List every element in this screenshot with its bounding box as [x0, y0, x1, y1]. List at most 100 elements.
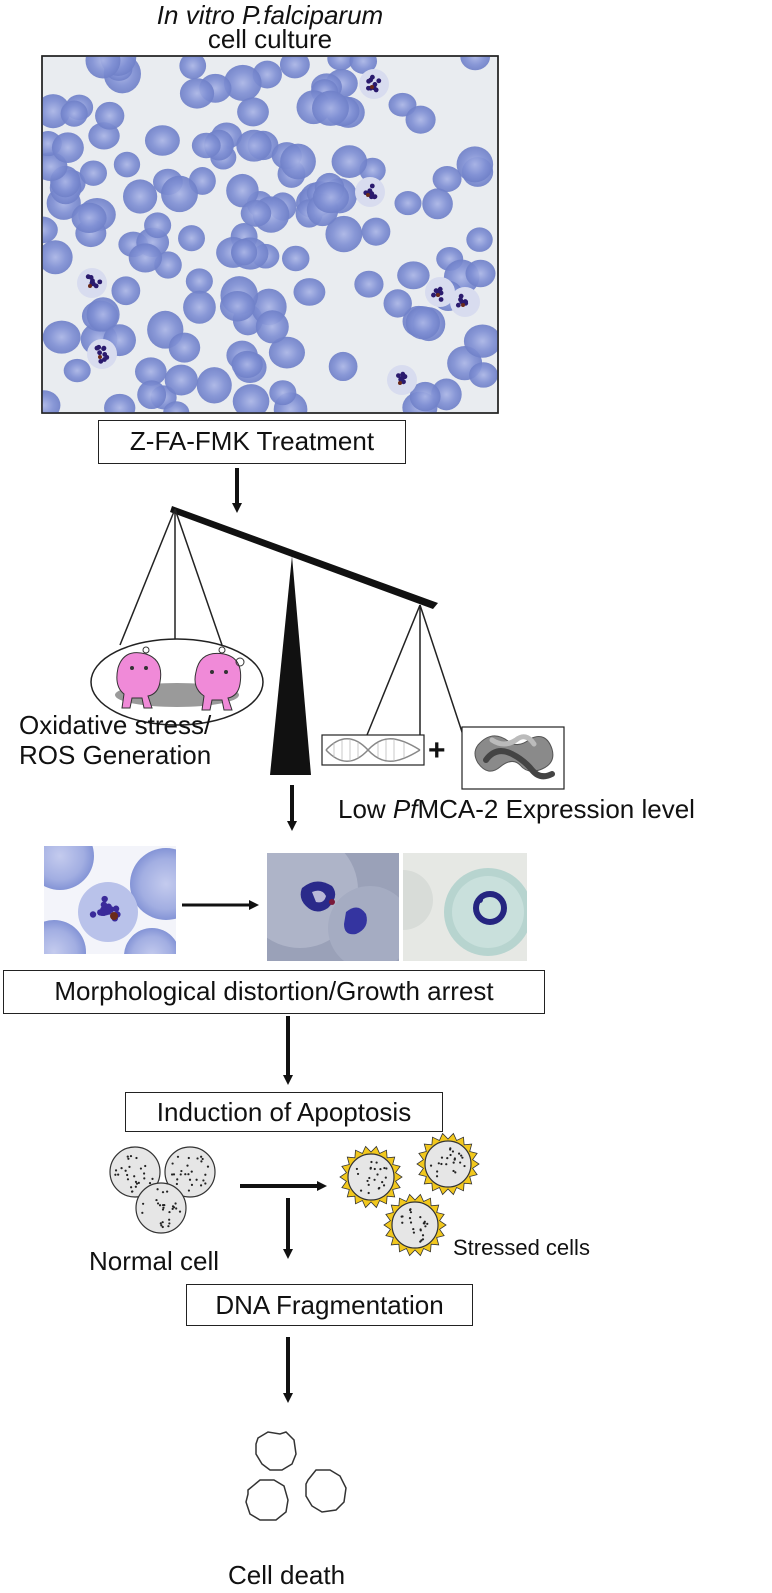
red-blood-cell	[144, 212, 172, 239]
red-blood-cell	[232, 384, 270, 413]
parasite-dot	[96, 344, 102, 350]
red-blood-cell	[79, 160, 107, 186]
red-blood-cell	[42, 320, 81, 354]
red-blood-cell	[409, 381, 441, 412]
red-blood-cell	[178, 225, 205, 252]
red-blood-cell	[42, 216, 58, 244]
stressed-cells	[339, 1132, 480, 1257]
oxidative-stress-label: Oxidative stress/	[19, 710, 212, 740]
culture-subtitle: cell culture	[207, 24, 333, 54]
red-blood-cell	[168, 332, 201, 363]
red-blood-cell	[405, 105, 436, 134]
red-blood-cell	[230, 238, 258, 266]
red-blood-cell	[432, 165, 462, 193]
parasite-dot	[97, 350, 103, 356]
red-blood-cell	[191, 132, 221, 159]
red-blood-cell	[163, 401, 190, 413]
red-blood-cell	[179, 56, 207, 80]
parasite-dot	[85, 274, 91, 280]
hemozoin	[98, 355, 102, 359]
red-blood-cell	[327, 56, 354, 71]
ros-figure-icon	[194, 652, 242, 711]
dna-box	[321, 734, 425, 766]
red-blood-cell	[383, 289, 412, 318]
parasite-dot	[366, 85, 371, 91]
red-blood-cell	[394, 191, 422, 216]
hemozoin	[461, 303, 465, 307]
red-blood-cell	[349, 56, 378, 74]
red-blood-cell	[161, 175, 198, 213]
red-blood-cell	[361, 217, 391, 246]
red-blood-cell	[95, 101, 125, 130]
red-blood-cell	[281, 245, 310, 272]
red-blood-cell	[240, 199, 272, 227]
red-blood-cell	[223, 64, 262, 102]
red-blood-cell	[460, 56, 491, 71]
protein-box	[461, 726, 565, 790]
ros-generation-label: ROS Generation	[19, 740, 212, 770]
dead-cells	[245, 1431, 347, 1521]
expression-label: Low PfMCA-2 Expression level	[338, 794, 695, 824]
red-blood-cell	[236, 129, 272, 162]
culture-title: In vitro P.falciparum	[156, 0, 384, 30]
balance-scale	[119, 506, 464, 775]
red-blood-cell	[51, 132, 84, 163]
hemozoin	[366, 193, 370, 197]
red-blood-cell	[255, 310, 289, 344]
infected-cell-image	[44, 846, 176, 954]
parasite-dot	[89, 279, 95, 285]
red-blood-cell	[104, 393, 136, 413]
red-blood-cell	[185, 268, 213, 294]
stressed-cells-label: Stressed cells	[453, 1235, 590, 1260]
merozoite	[112, 905, 120, 912]
red-blood-cell	[405, 306, 440, 340]
red-blood-cell	[179, 78, 215, 109]
red-blood-cell	[237, 97, 269, 127]
merozoite	[89, 911, 97, 918]
red-blood-cell	[164, 364, 198, 396]
red-blood-cell	[85, 56, 121, 79]
red-blood-cell	[86, 297, 120, 332]
red-blood-cell	[268, 336, 305, 369]
red-blood-cell	[42, 390, 61, 413]
hemozoin	[436, 293, 440, 297]
red-blood-cell	[463, 324, 498, 358]
red-blood-cell	[113, 151, 141, 178]
red-blood-cell	[111, 276, 141, 306]
red-blood-cell	[331, 145, 368, 178]
treatment-box: Z-FA-FMK Treatment	[98, 420, 406, 464]
distorted-cell-image-2	[403, 853, 527, 961]
red-blood-cell	[196, 367, 232, 404]
parasite-dot	[97, 279, 103, 285]
red-blood-cell	[122, 179, 158, 214]
merozoite	[101, 895, 108, 903]
red-blood-cell	[328, 351, 358, 382]
merozoite	[105, 903, 112, 910]
hemozoin	[370, 85, 374, 89]
parasite-dot	[366, 78, 372, 84]
blood-smear-image	[41, 55, 499, 414]
red-blood-cell	[144, 125, 180, 156]
hemozoin	[398, 381, 402, 385]
ros-figure-icon	[116, 652, 162, 709]
red-blood-cell	[469, 362, 498, 388]
ros-pan	[90, 638, 264, 726]
parasite-dot	[396, 373, 401, 378]
red-blood-cell	[354, 270, 384, 298]
red-blood-cell	[183, 290, 216, 324]
red-blood-cell	[312, 181, 349, 214]
normal-cell-icon	[109, 1146, 161, 1198]
plus-sign: +	[428, 734, 446, 767]
distorted-cell-image-1	[267, 853, 399, 961]
red-blood-cell	[293, 278, 326, 306]
parasite-dot	[431, 292, 436, 298]
parasite-dot	[101, 346, 106, 352]
parasite-dot	[369, 183, 375, 189]
parasite-dot	[455, 302, 461, 308]
parasite-dot	[438, 297, 444, 302]
red-blood-cell	[422, 188, 453, 220]
parasite-dot	[459, 299, 465, 305]
normal-cell-icon	[135, 1182, 187, 1234]
normal-cell-label: Normal cell	[89, 1246, 220, 1276]
